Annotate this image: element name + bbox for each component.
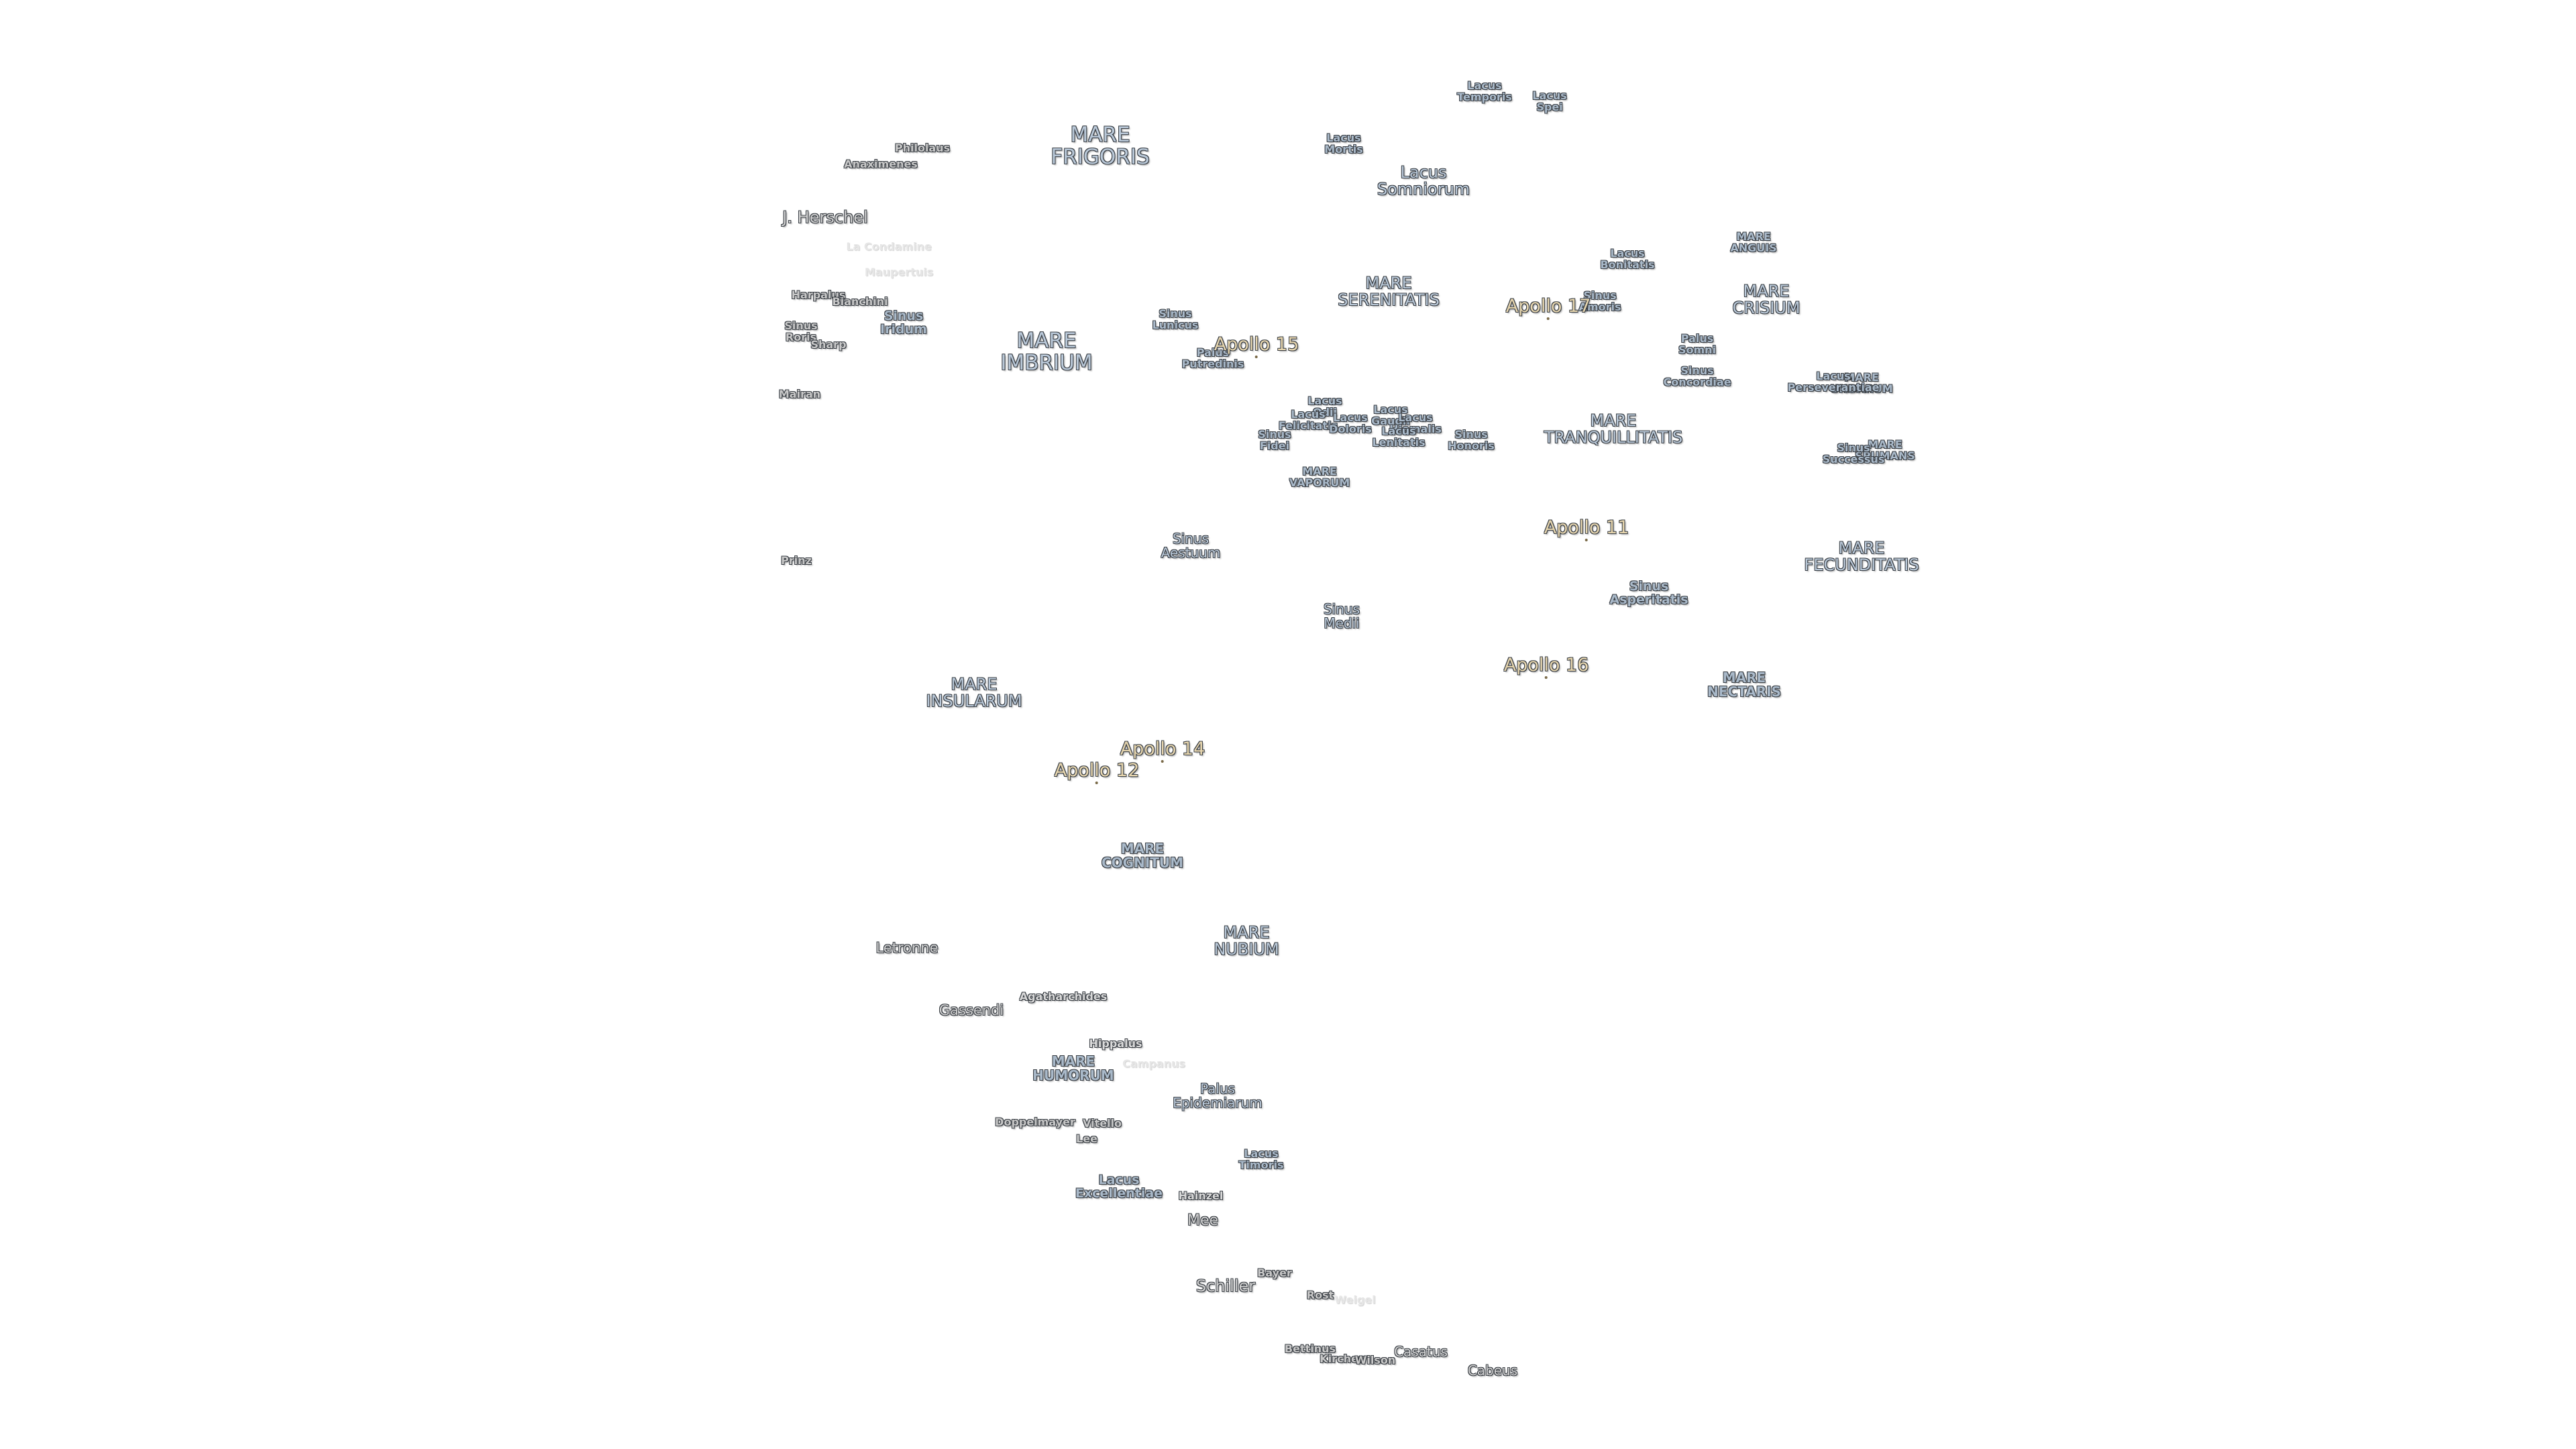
label-campanus: Campanus xyxy=(1122,1057,1185,1070)
label-hippalus: Hippalus xyxy=(1089,1037,1142,1050)
label-kircher: Kircher xyxy=(1320,1352,1364,1365)
label-mare-anguis: MARE ANGUIS xyxy=(1730,230,1777,254)
label-j-herschel: J. Herschel xyxy=(782,208,868,227)
label-lacus-perseverantiae: Lacus Perseverantiae xyxy=(1787,370,1880,394)
label-lacus-timoris: Lacus Timoris xyxy=(1238,1147,1284,1171)
label-maupertuis: Maupertuis xyxy=(864,266,934,278)
label-lacus-spei: Lacus Spei xyxy=(1532,89,1567,113)
label-sinus-aestuum: Sinus Aestuum xyxy=(1161,531,1221,561)
label-sinus-asperitatis: Sinus Asperitatis xyxy=(1609,579,1688,607)
label-mare-imbrium: MARE IMBRIUM xyxy=(1000,329,1093,375)
label-mare-serenitatis: MARE SERENITATIS xyxy=(1338,274,1440,310)
label-cabeus: Cabeus xyxy=(1467,1362,1518,1379)
label-mare-nubium: MARE NUBIUM xyxy=(1214,923,1279,959)
label-lacus-doloris: Lacus Doloris xyxy=(1329,411,1372,435)
label-lacus-gaudii: Lacus Gaudii xyxy=(1371,403,1410,427)
label-prinz: Prinz xyxy=(781,554,812,567)
label-lacus-felicitatis: Lacus Felicitatis xyxy=(1278,408,1338,432)
label-mare-humorum: MARE HUMORUM xyxy=(1032,1053,1114,1083)
label-mee: Mee xyxy=(1187,1212,1219,1229)
label-vitello: Vitello xyxy=(1082,1117,1122,1130)
label-lacus-excellentiae: Lacus Excellentiae xyxy=(1075,1173,1163,1201)
label-letronne: Letronne xyxy=(875,940,938,956)
label-palus-somni: Palus Somni xyxy=(1678,332,1717,356)
label-sinus-honoris: Sinus Honoris xyxy=(1448,428,1495,452)
label-mare-fecunditatis: MARE FECUNDITATIS xyxy=(1804,539,1919,575)
label-sinus-concordiae: Sinus Concordiae xyxy=(1663,364,1731,388)
label-gassendi: Gassendi xyxy=(938,1002,1004,1018)
label-bettinus: Bettinus xyxy=(1284,1342,1336,1355)
label-apollo-17[interactable]: Apollo 17 xyxy=(1505,296,1591,321)
label-apollo-16[interactable]: Apollo 16 xyxy=(1503,655,1589,680)
label-sinus-medii: Sinus Medii xyxy=(1323,601,1360,631)
label-lacus-odii: Lacus Odii xyxy=(1307,394,1342,419)
label-schiller: Schiller xyxy=(1195,1277,1256,1295)
label-bianchini: Bianchini xyxy=(832,295,888,308)
label-lee: Lee xyxy=(1076,1132,1097,1145)
label-weigel: Weigel xyxy=(1334,1293,1376,1306)
label-apollo-11[interactable]: Apollo 11 xyxy=(1544,517,1629,542)
label-apollo-14[interactable]: Apollo 14 xyxy=(1120,739,1205,763)
label-lacus-mortis: Lacus Mortis xyxy=(1324,131,1363,156)
label-mare-frigoris: MARE FRIGORIS xyxy=(1051,123,1150,169)
label-harpalus: Harpalus xyxy=(791,288,846,301)
label-la-condamine: La Condamine xyxy=(846,240,932,253)
label-mare-undarum: MARE UNDARUM xyxy=(1830,371,1893,395)
label-philolaus: Philolaus xyxy=(894,142,951,154)
label-palus-putredinis: Palus Putredinis xyxy=(1181,346,1244,370)
label-wilson: Wilson xyxy=(1354,1354,1396,1366)
label-mare-vaporum: MARE VAPORUM xyxy=(1289,465,1350,489)
label-lacus-somniorum: Lacus Somniorum xyxy=(1377,163,1470,199)
label-hainzel: Hainzel xyxy=(1178,1189,1224,1202)
label-lacus-bonitatis: Lacus Bonitatis xyxy=(1600,247,1655,271)
label-mare-crisium: MARE CRISIUM xyxy=(1732,282,1801,318)
label-rost: Rost xyxy=(1306,1289,1334,1301)
label-sinus-lunicus: Sinus Lunicus xyxy=(1152,307,1199,331)
label-sinus-roris: Sinus Roris xyxy=(784,319,818,343)
label-apollo-15[interactable]: Apollo 15 xyxy=(1214,334,1299,359)
label-mare-nectaris: MARE NECTARIS xyxy=(1707,669,1781,700)
label-mare-insularum: MARE INSULARUM xyxy=(926,675,1022,711)
label-anaximenes: Anaximenes xyxy=(844,158,918,170)
label-apollo-12[interactable]: Apollo 12 xyxy=(1054,760,1140,785)
label-lacus-lenitatis: Lacus Lenitatis xyxy=(1372,425,1426,449)
label-sinus-amoris: Sinus Amoris xyxy=(1578,289,1621,313)
label-lacus-temporis: Lacus Temporis xyxy=(1457,79,1512,103)
label-mare-tranquillitatis: MARE TRANQUILLITATIS xyxy=(1544,411,1683,447)
label-lacus-hiemalis: Lacus Hiemalis xyxy=(1389,411,1442,435)
label-bayer: Bayer xyxy=(1257,1267,1292,1279)
label-doppelmayer: Doppelmayer xyxy=(995,1116,1075,1128)
label-casatus: Casatus xyxy=(1394,1344,1448,1360)
label-mare-cognitum: MARE COGNITUM xyxy=(1101,841,1184,871)
label-mairan: Mairan xyxy=(778,388,821,400)
label-sharp: Sharp xyxy=(810,338,847,351)
label-palus-epidemiarum: Palus Epidemiarum xyxy=(1173,1081,1263,1111)
label-sinus-iridum: Sinus Iridum xyxy=(880,309,927,337)
label-agatharchides: Agatharchides xyxy=(1019,990,1108,1003)
label-sinus-successus: Sinus Successus xyxy=(1822,441,1885,466)
label-mare-spumans: MARE SPUMANS xyxy=(1855,438,1915,462)
label-sinus-fidei: Sinus Fidei xyxy=(1258,428,1291,452)
